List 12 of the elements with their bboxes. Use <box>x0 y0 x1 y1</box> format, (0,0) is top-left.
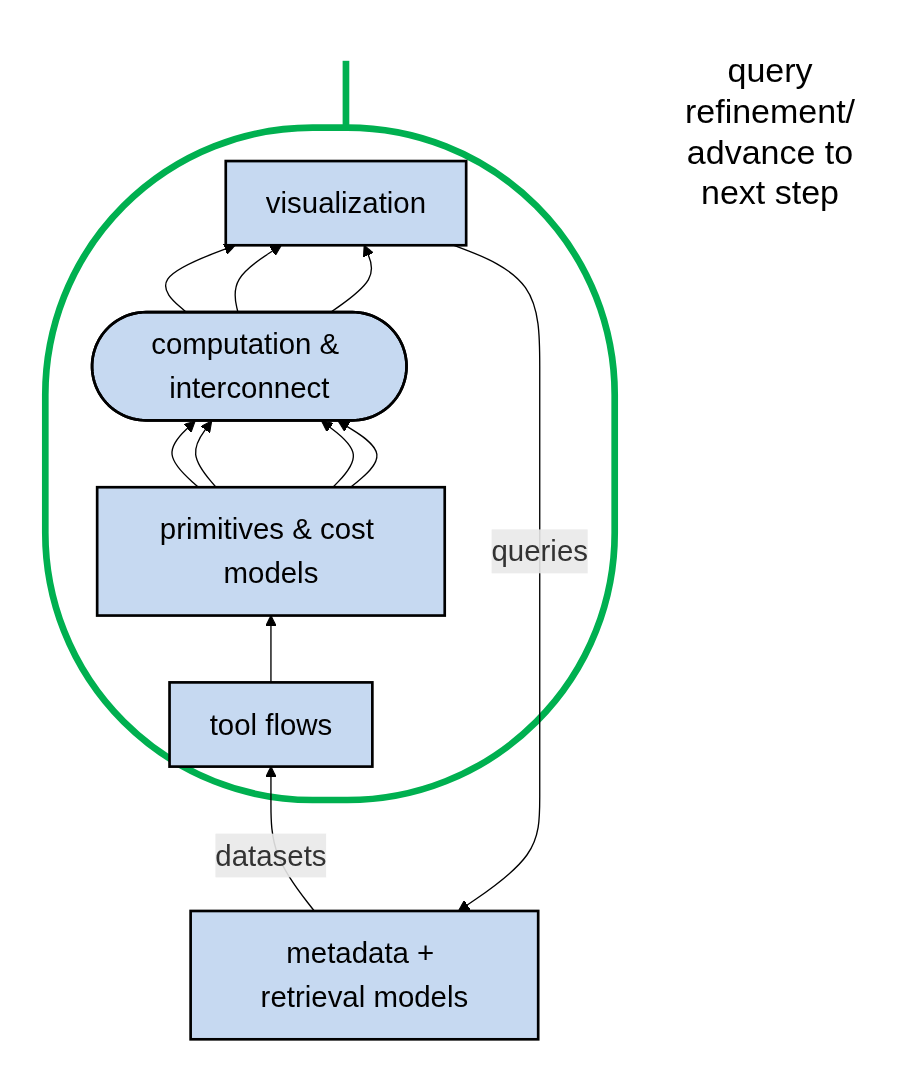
arrow <box>321 420 355 488</box>
connector <box>342 60 350 128</box>
edge-label: queries <box>491 534 588 569</box>
arrow <box>337 420 378 488</box>
node-box: visualization <box>224 159 468 247</box>
arrow <box>194 420 217 488</box>
note-text: query refinement/ advance to next step <box>683 50 857 214</box>
arrow <box>171 420 200 488</box>
node-box: tool flows <box>168 681 374 768</box>
edge-label: datasets <box>215 838 327 873</box>
node-box: metadata + retrieval models <box>189 909 540 1041</box>
node-box: primitives & cost models <box>95 485 447 617</box>
